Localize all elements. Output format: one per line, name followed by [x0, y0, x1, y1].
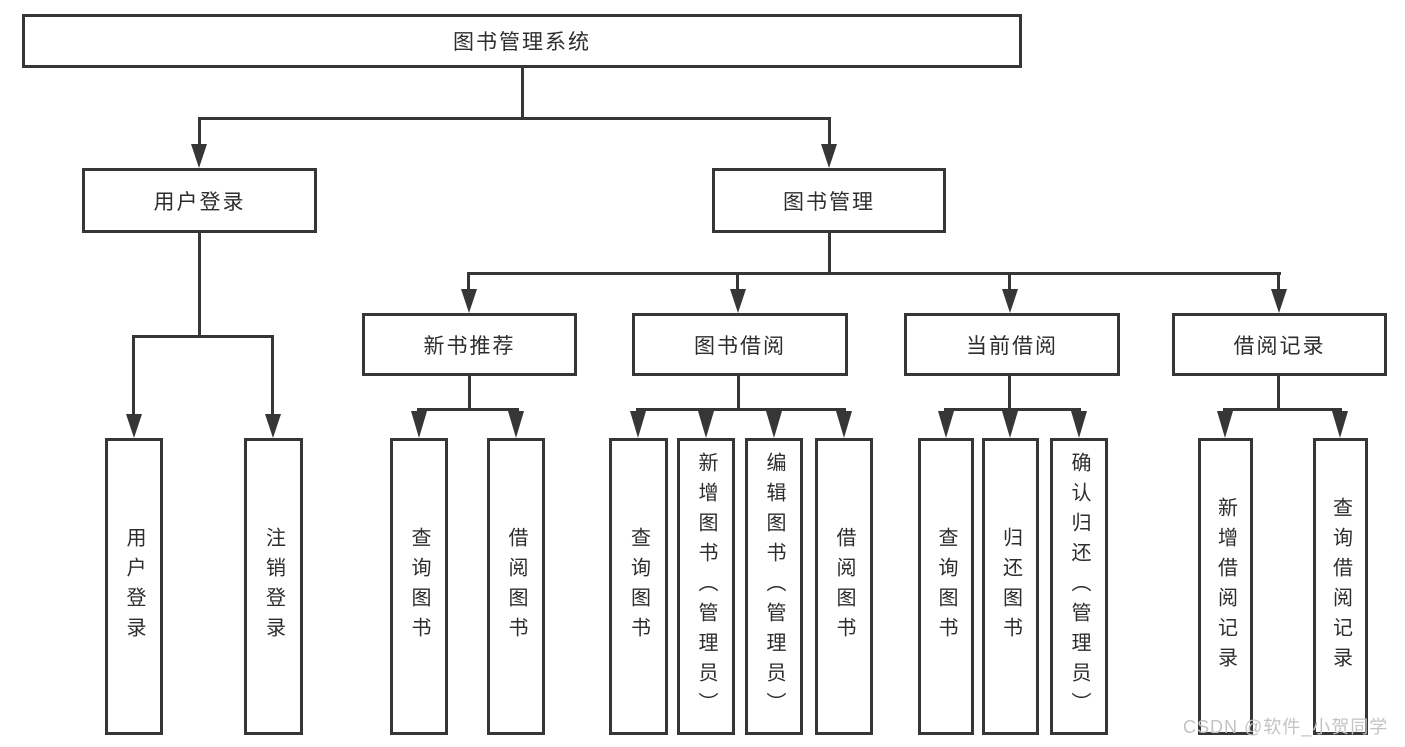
connector-line — [1223, 408, 1342, 411]
arrow-down-icon — [265, 414, 281, 438]
node-user-login: 用户登录 — [82, 168, 317, 233]
node-new-book-recommend: 新书推荐 — [362, 313, 577, 376]
leaf-nbr-query-book-label: 查询图书 — [408, 526, 430, 647]
connector-line — [417, 408, 519, 411]
csdn-watermark: CSDN @软件_小贺同学 — [1183, 717, 1389, 737]
leaf-nbr-query-book: 查询图书 — [390, 438, 448, 735]
connector-line — [944, 408, 1081, 411]
connector-line — [737, 375, 740, 411]
connector-line — [736, 272, 739, 292]
leaf-bb-borrow-book-label: 借阅图书 — [833, 526, 855, 647]
arrow-down-icon — [411, 411, 427, 438]
leaf-cb-query-book-label: 查询图书 — [935, 526, 957, 647]
leaf-bb-query-book: 查询图书 — [609, 438, 668, 735]
leaf-bb-edit-book-label: 编辑图书（管理员） — [763, 451, 785, 722]
connector-line — [132, 335, 274, 338]
connector-line — [467, 272, 1281, 275]
connector-line — [1277, 272, 1280, 292]
connector-line — [1008, 272, 1011, 292]
leaf-logout-label: 注销登录 — [262, 526, 285, 647]
node-current-borrow-label: 当前借阅 — [966, 334, 1058, 358]
leaf-cb-return-book-label: 归还图书 — [999, 526, 1022, 647]
arrow-down-icon — [1332, 411, 1348, 438]
connector-line — [198, 117, 831, 120]
node-new-book-recommend-label: 新书推荐 — [423, 334, 516, 358]
arrow-down-icon — [821, 144, 837, 168]
leaf-cb-return-book: 归还图书 — [982, 438, 1039, 735]
arrow-down-icon — [938, 411, 954, 438]
arrow-down-icon — [1002, 411, 1018, 438]
connector-line — [467, 272, 470, 292]
node-book-borrow-label: 图书借阅 — [694, 334, 786, 358]
arrow-down-icon — [1002, 289, 1018, 313]
leaf-cb-query-book: 查询图书 — [918, 438, 974, 735]
arrow-down-icon — [730, 289, 746, 313]
arrow-down-icon — [1217, 411, 1233, 438]
arrow-down-icon — [126, 414, 142, 438]
connector-line — [828, 233, 831, 274]
leaf-bb-borrow-book: 借阅图书 — [815, 438, 873, 735]
arrow-down-icon — [698, 411, 714, 438]
connector-line — [1008, 375, 1011, 411]
leaf-bb-edit-book: 编辑图书（管理员） — [745, 438, 803, 735]
leaf-nbr-borrow-book: 借阅图书 — [487, 438, 545, 735]
arrow-down-icon — [1071, 411, 1087, 438]
leaf-br-add-record: 新增借阅记录 — [1198, 438, 1253, 735]
node-borrow-record: 借阅记录 — [1172, 313, 1387, 376]
leaf-user-login-label: 用户登录 — [123, 526, 145, 647]
connector-line — [828, 117, 831, 147]
connector-line — [636, 408, 846, 411]
leaf-cb-confirm-return: 确认归还（管理员） — [1050, 438, 1108, 735]
arrow-down-icon — [836, 411, 852, 438]
leaf-logout: 注销登录 — [244, 438, 303, 735]
arrow-down-icon — [461, 289, 477, 313]
node-user-login-label: 用户登录 — [153, 190, 246, 214]
leaf-bb-query-book-label: 查询图书 — [627, 526, 650, 647]
node-current-borrow: 当前借阅 — [904, 313, 1120, 376]
connector-line — [198, 117, 201, 147]
node-root: 图书管理系统 — [22, 14, 1022, 68]
leaf-br-query-record: 查询借阅记录 — [1313, 438, 1368, 735]
arrow-down-icon — [191, 144, 207, 168]
leaf-nbr-borrow-book-label: 借阅图书 — [505, 526, 527, 647]
connector-line — [468, 375, 471, 411]
node-book-borrow: 图书借阅 — [632, 313, 848, 376]
node-borrow-record-label: 借阅记录 — [1233, 334, 1326, 358]
node-book-management: 图书管理 — [712, 168, 946, 233]
node-book-management-label: 图书管理 — [783, 190, 875, 214]
arrow-down-icon — [508, 411, 524, 438]
arrow-down-icon — [630, 411, 646, 438]
leaf-cb-confirm-return-label: 确认归还（管理员） — [1068, 451, 1090, 722]
connector-line — [198, 233, 201, 337]
connector-line — [132, 335, 135, 418]
leaf-user-login: 用户登录 — [105, 438, 163, 735]
connector-line — [521, 68, 524, 120]
leaf-bb-add-book: 新增图书（管理员） — [677, 438, 735, 735]
node-root-label: 图书管理系统 — [453, 31, 591, 54]
connector-line — [271, 335, 274, 418]
arrow-down-icon — [766, 411, 782, 438]
leaf-br-query-record-label: 查询借阅记录 — [1329, 496, 1352, 677]
leaf-bb-add-book-label: 新增图书（管理员） — [695, 451, 717, 722]
leaf-br-add-record-label: 新增借阅记录 — [1214, 496, 1237, 677]
arrow-down-icon — [1271, 289, 1287, 313]
connector-line — [1277, 375, 1280, 411]
